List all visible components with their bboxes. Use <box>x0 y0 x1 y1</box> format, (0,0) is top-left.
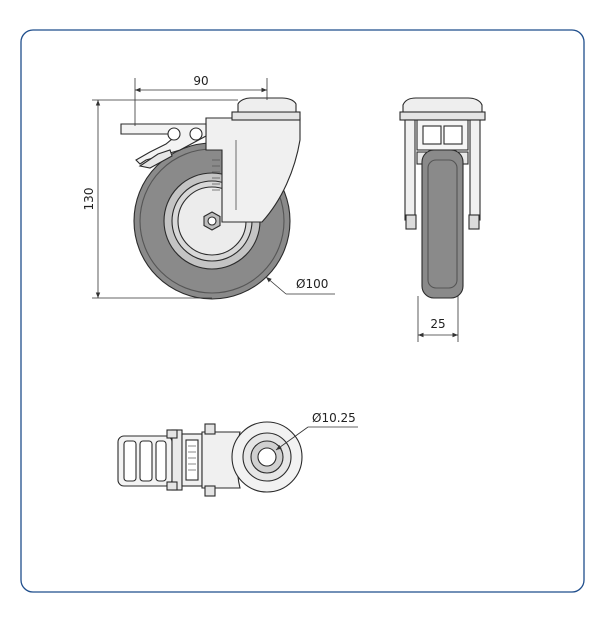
top-plate <box>231 111 301 121</box>
bolt-head <box>237 97 297 113</box>
label-height: 130 <box>82 188 96 211</box>
front-fork-left <box>404 119 416 221</box>
drawing-frame <box>20 29 585 593</box>
fork-housing <box>205 117 301 223</box>
front-axle-right <box>468 214 480 230</box>
front-axle-left <box>405 214 417 230</box>
label-wheel-width: 25 <box>430 317 445 331</box>
top-dimensions <box>275 426 358 451</box>
side-view <box>120 97 301 300</box>
label-bolt-hole-diameter: Ø10.25 <box>312 411 356 425</box>
top-brake-block <box>171 429 183 491</box>
front-wheel <box>421 149 464 299</box>
label-wheel-diameter: Ø100 <box>296 277 328 291</box>
label-width: 90 <box>193 74 208 88</box>
brake-pin-1 <box>167 127 181 141</box>
leader-wheel-diameter <box>265 276 287 295</box>
brake-pin-2 <box>189 127 203 141</box>
top-view <box>117 421 303 497</box>
side-dimensions <box>92 78 335 299</box>
front-fork-right <box>469 119 481 221</box>
front-dimensions <box>417 296 459 342</box>
front-bolt-head <box>402 97 483 113</box>
leader-bolt-hole <box>275 426 309 451</box>
fork-marking <box>212 159 220 191</box>
front-view <box>399 97 486 299</box>
bolt-hole <box>257 447 277 467</box>
